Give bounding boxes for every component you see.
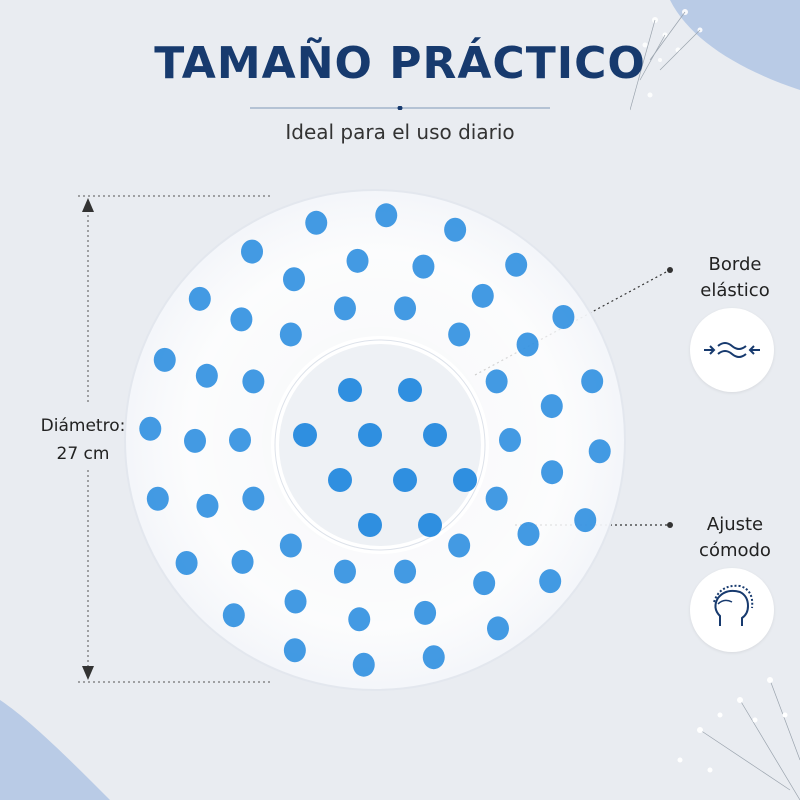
polka-dot — [414, 600, 437, 625]
polka-dot — [581, 369, 604, 394]
diameter-label-value: 27 cm — [56, 444, 110, 464]
polka-dot — [196, 493, 219, 518]
polka-dot — [328, 468, 352, 492]
callout-fit-line1: Ajuste — [706, 514, 764, 535]
polka-dot — [346, 248, 369, 273]
polka-dot — [422, 645, 445, 670]
polka-dot — [473, 571, 496, 596]
flower-decoration-bottom-left — [0, 700, 110, 800]
polka-dot — [412, 254, 435, 279]
polka-dot — [352, 652, 375, 677]
title-divider — [250, 106, 550, 110]
polka-dot — [175, 550, 198, 575]
callout-elastic-line2: elástico — [700, 280, 770, 301]
polka-dot — [348, 607, 371, 632]
polka-dot — [471, 283, 494, 308]
polka-dot — [505, 252, 528, 277]
diameter-label: Diámetro: 27 cm — [28, 412, 138, 468]
page-title: TAMAÑO PRÁCTICO — [154, 38, 646, 89]
polka-dot — [453, 468, 477, 492]
polka-dot — [279, 322, 302, 347]
polka-dot — [230, 307, 253, 332]
polka-dot — [444, 217, 467, 242]
polka-dot — [139, 416, 162, 441]
polka-dot — [358, 513, 382, 537]
polka-dot — [305, 210, 328, 235]
polka-dot — [195, 363, 218, 388]
polka-dot — [282, 267, 305, 292]
polka-dot — [153, 347, 176, 372]
callout-elastic-edge: Borde elástico — [680, 252, 790, 304]
polka-dot — [539, 569, 562, 594]
polka-dot — [231, 549, 254, 574]
polka-dot — [448, 322, 471, 347]
polka-dot — [574, 508, 597, 533]
polka-dot — [242, 369, 265, 394]
polka-dot — [394, 296, 417, 321]
polka-dot — [375, 203, 398, 228]
polka-dot — [486, 616, 509, 641]
polka-dot — [393, 468, 417, 492]
polka-dot — [516, 332, 539, 357]
polka-dot — [283, 638, 306, 663]
polka-dot — [293, 423, 317, 447]
polka-dot — [517, 522, 540, 547]
polka-dot — [338, 378, 362, 402]
polka-dot — [398, 378, 422, 402]
flower-decoration-bottom-right — [677, 677, 800, 800]
polka-dot — [394, 559, 417, 584]
flower-decoration-top-right — [630, 0, 800, 111]
polka-dot — [499, 428, 521, 452]
polka-dot — [540, 394, 563, 419]
polka-dot — [279, 533, 302, 558]
callout-fit-line2: cómodo — [699, 540, 771, 561]
polka-dot — [229, 428, 251, 452]
polka-dot — [485, 486, 508, 511]
polka-dot — [188, 286, 211, 311]
polka-dot — [588, 439, 611, 464]
diameter-label-title: Diámetro: — [40, 416, 126, 436]
polka-dot — [184, 428, 207, 453]
polka-dot — [146, 486, 169, 511]
callout-comfortable-fit: Ajuste cómodo — [680, 512, 790, 564]
polka-dot — [485, 369, 508, 394]
polka-dot — [333, 296, 356, 321]
page-subtitle: Ideal para el uso diario — [285, 120, 515, 144]
elastic-band-icon — [690, 308, 774, 392]
polka-dot — [418, 513, 442, 537]
callout-elastic-line1: Borde — [708, 254, 762, 275]
polka-dot — [284, 589, 307, 614]
polka-dot — [333, 559, 356, 584]
polka-dot — [541, 460, 564, 485]
polka-dot — [423, 423, 447, 447]
polka-dot — [222, 603, 245, 628]
polka-dot — [552, 305, 575, 330]
polka-dot — [358, 423, 382, 447]
polka-dot — [448, 533, 471, 558]
polka-dot — [241, 239, 264, 264]
polka-dot — [242, 486, 265, 511]
head-with-cap-icon — [690, 568, 774, 652]
